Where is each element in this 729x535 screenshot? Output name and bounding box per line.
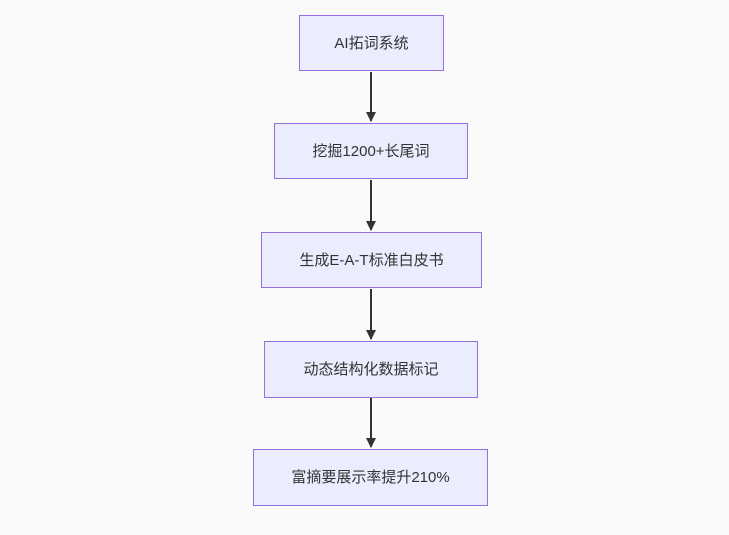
flowchart-node-structured-data-markup: 动态结构化数据标记 <box>264 341 478 398</box>
flowchart-node-longtail-mining: 挖掘1200+长尾词 <box>274 123 468 179</box>
node-label: 动态结构化数据标记 <box>303 361 439 378</box>
node-label: 富摘要展示率提升210% <box>291 469 450 486</box>
flowchart-node-ai-keyword-system: AI拓词系统 <box>299 15 444 71</box>
node-label: 挖掘1200+长尾词 <box>312 142 430 160</box>
node-label: AI拓词系统 <box>334 34 409 52</box>
node-label: 生成E-A-T标准白皮书 <box>299 251 444 269</box>
flowchart-node-eat-whitepaper: 生成E-A-T标准白皮书 <box>261 232 482 288</box>
flowchart-node-rich-snippet-rate: 富摘要展示率提升210% <box>253 449 488 506</box>
